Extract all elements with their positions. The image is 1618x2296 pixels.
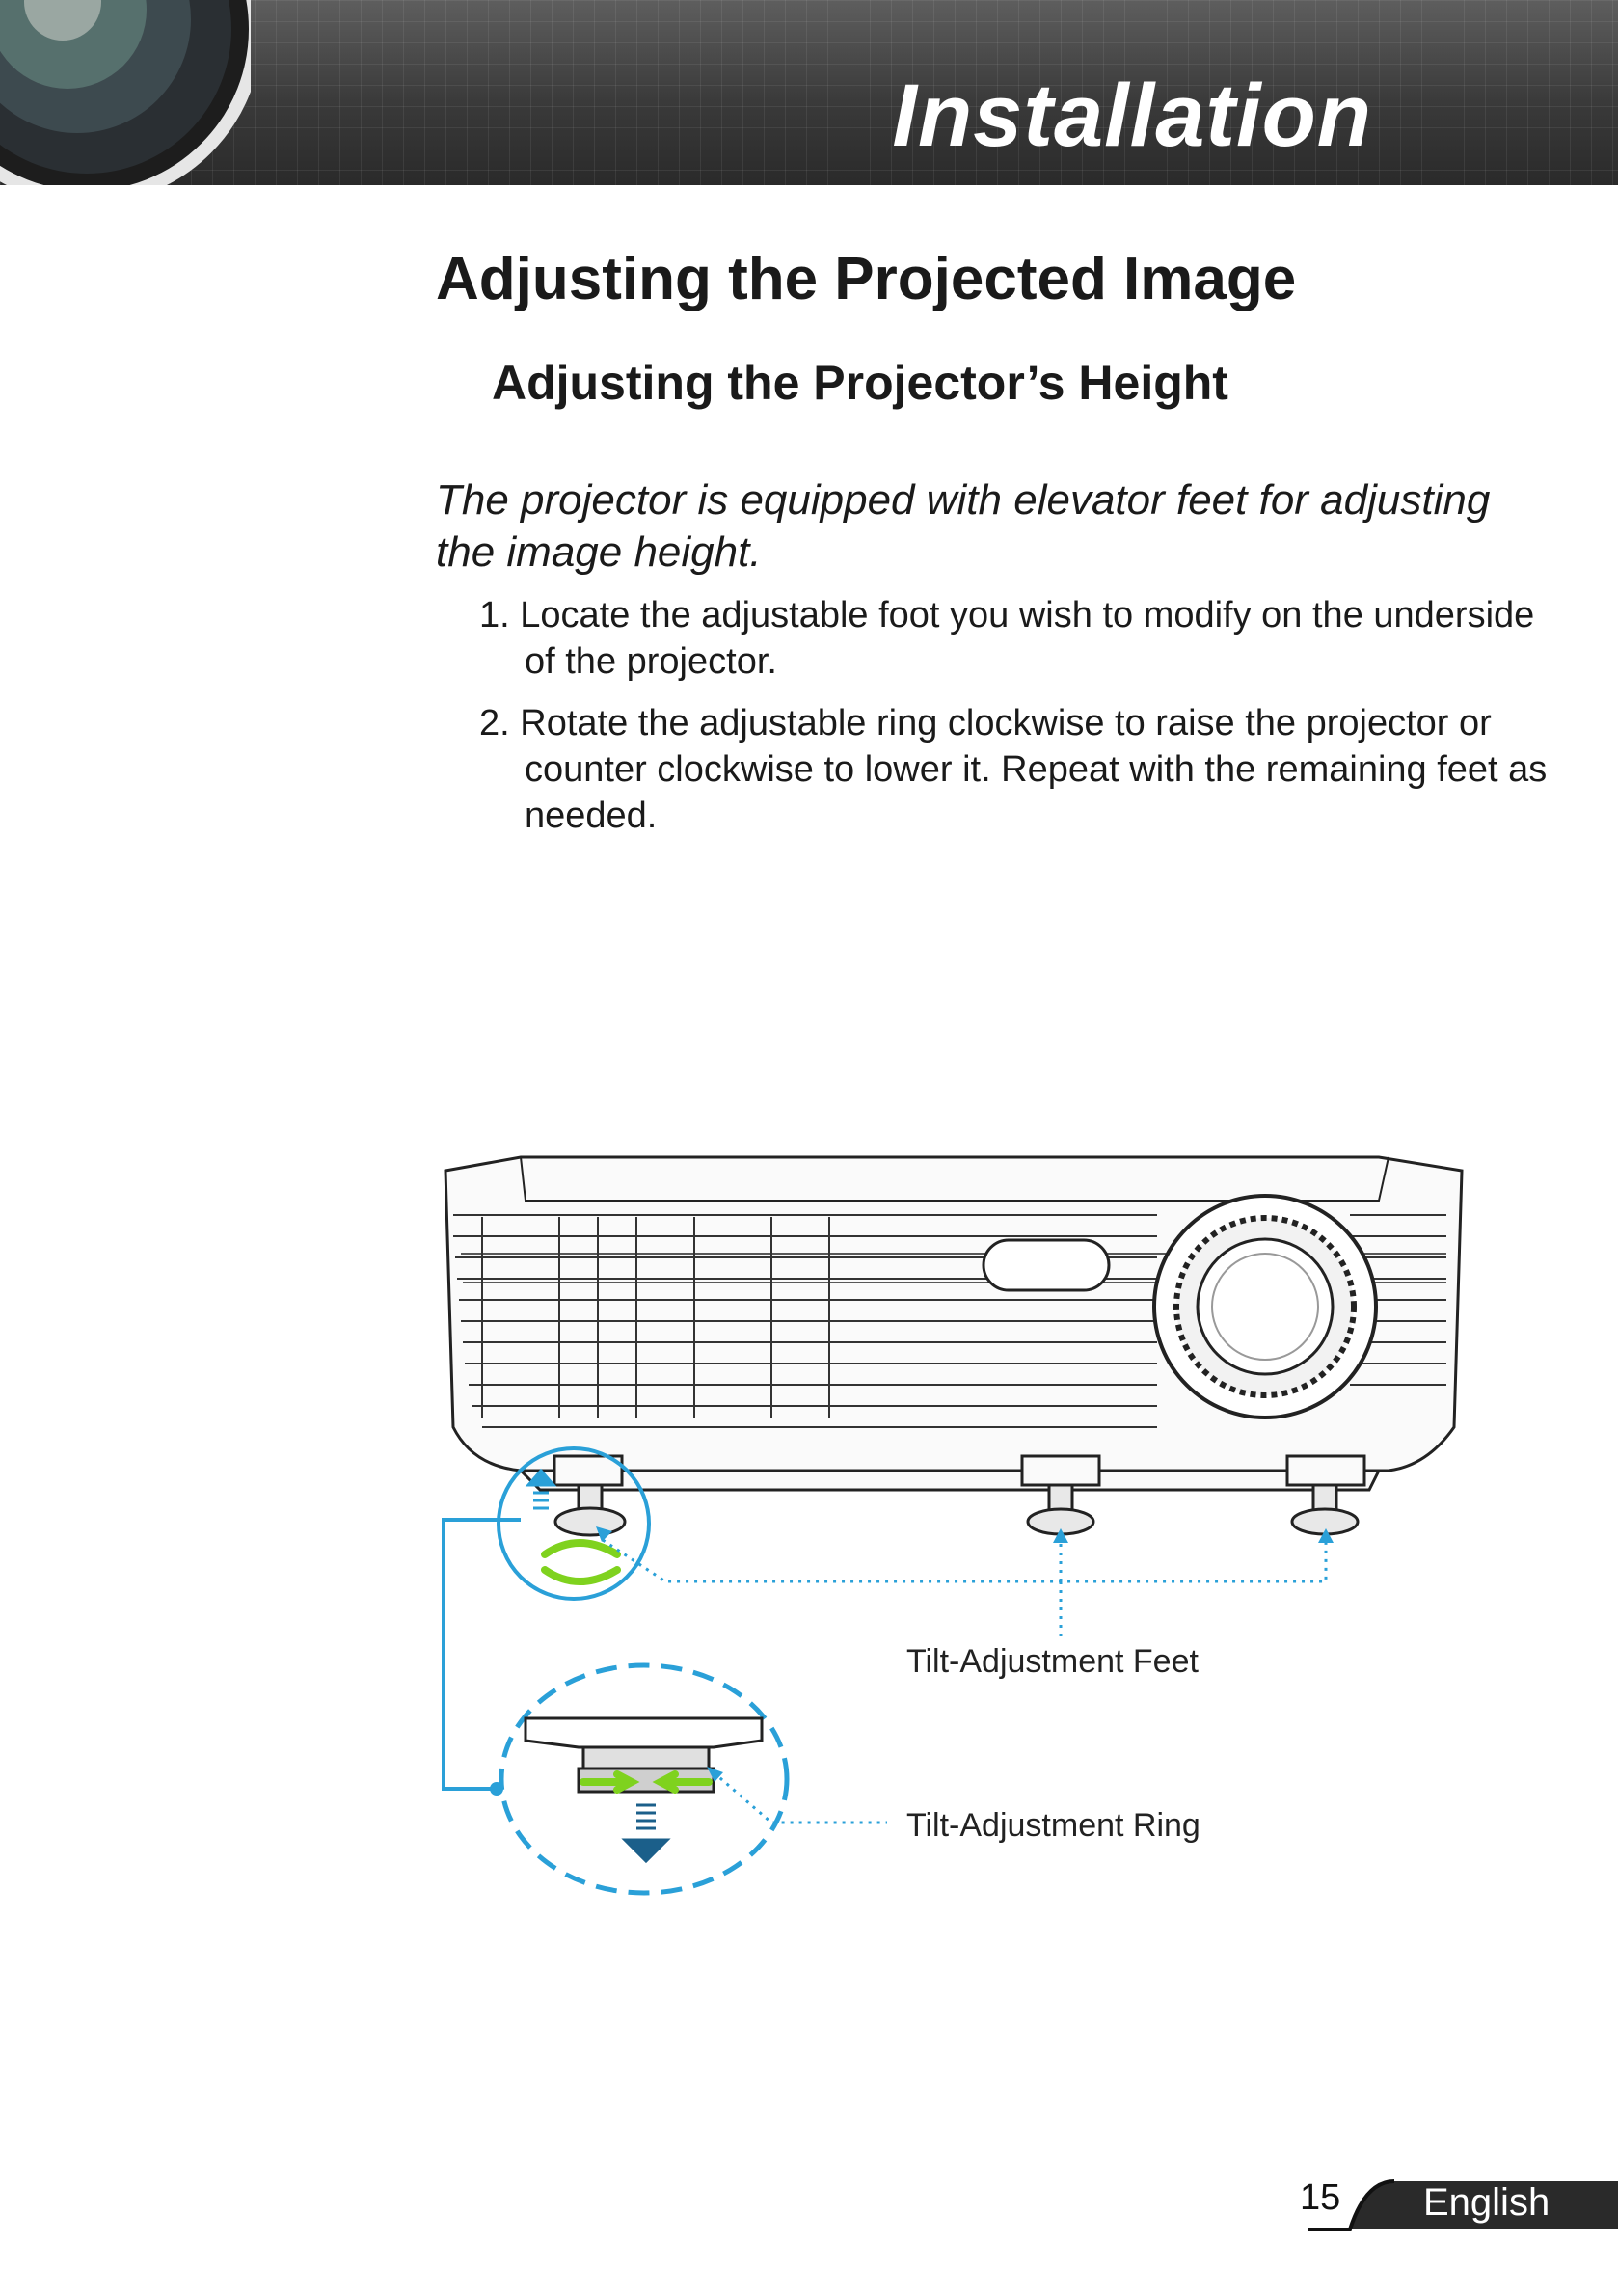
- callout-connector: [442, 1518, 521, 1791]
- ir-window: [982, 1238, 1111, 1292]
- step-text: Locate the adjustable foot you wish to m…: [520, 595, 1535, 682]
- section-title: Adjusting the Projected Image: [436, 246, 1297, 312]
- callout-circle-large: [499, 1662, 790, 1896]
- foot-middle: [1026, 1483, 1095, 1536]
- step-number: 2.: [479, 703, 510, 743]
- subsection-title: Adjusting the Projector’s Height: [492, 356, 1228, 410]
- foot-left: [553, 1483, 627, 1537]
- footer-bar: [1308, 2179, 1618, 2231]
- header-title: Installation: [892, 67, 1372, 165]
- lens-icon: [0, 0, 251, 185]
- ring-arrowhead: [707, 1767, 723, 1782]
- down-arrow-icon: [621, 1803, 671, 1864]
- header-grid-pattern: [0, 0, 1618, 185]
- page-header: Installation: [0, 0, 1618, 185]
- tilt-ring-label: Tilt-Adjustment Ring: [906, 1807, 1200, 1844]
- foot-right: [1290, 1483, 1360, 1536]
- feet-dotted-line: [602, 1535, 1328, 1637]
- ring-dotted-line: [713, 1770, 887, 1824]
- tilt-feet-label: Tilt-Adjustment Feet: [906, 1643, 1199, 1680]
- ring-arrows: [580, 1770, 713, 1794]
- up-arrow-icon: [525, 1468, 557, 1510]
- intro-text: The projector is equipped with elevator …: [436, 476, 1491, 576]
- projector-lens: [1152, 1194, 1378, 1419]
- foot-closeup: [524, 1716, 764, 1794]
- list-item: 1. Locate the adjustable foot you wish t…: [479, 592, 1550, 685]
- step-number: 1.: [479, 595, 510, 635]
- feet-arrowheads: [596, 1526, 1334, 1543]
- step-text: Rotate the adjustable ring clockwise to …: [520, 703, 1548, 836]
- callout-circle-small: [497, 1446, 651, 1601]
- rotate-arrows-icon: [541, 1539, 621, 1585]
- page-number: 15: [1300, 2177, 1341, 2218]
- steps-list: 1. Locate the adjustable foot you wish t…: [479, 592, 1550, 854]
- list-item: 2. Rotate the adjustable ring clockwise …: [479, 700, 1550, 839]
- footer-language: English: [1423, 2181, 1551, 2224]
